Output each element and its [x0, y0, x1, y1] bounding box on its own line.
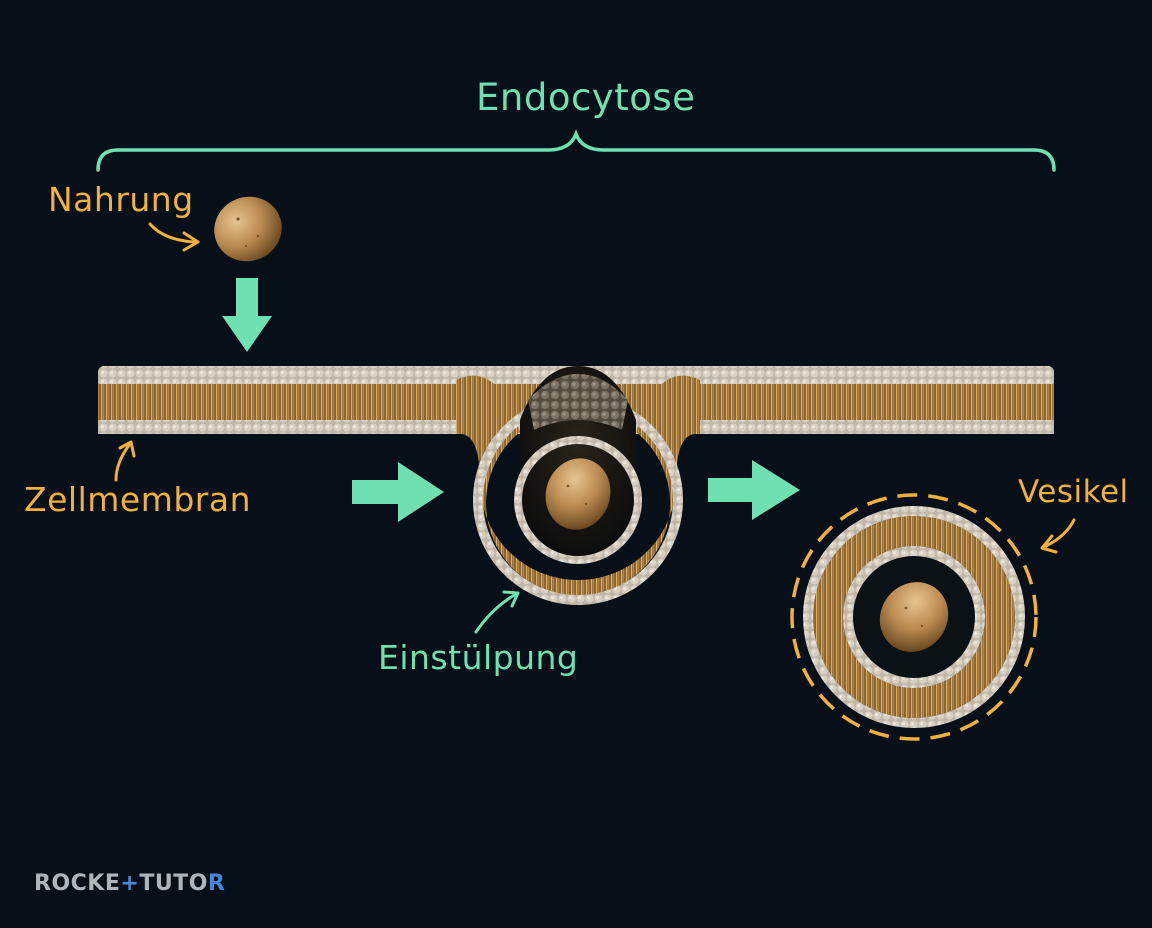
brand-text: ROCKE: [34, 871, 121, 896]
invagination-pointer-icon: [474, 592, 518, 634]
potato-icon: [545, 458, 611, 530]
food-pointer-icon: [148, 222, 196, 244]
membrane-pointer-icon: [114, 442, 132, 482]
arrow-right-icon: [708, 460, 800, 520]
vesicle-pointer-icon: [1044, 518, 1076, 548]
brand-text: TUTO: [139, 871, 208, 896]
brand-logo: ROCKE+TUTOR: [34, 871, 225, 896]
potato-icon: [879, 582, 949, 652]
label-vesicle: Vesikel: [1018, 474, 1129, 510]
label-invagination: Einstülpung: [378, 638, 579, 677]
brand-plus: +: [120, 871, 140, 896]
invagination: [456, 366, 700, 605]
potato-icon: [214, 196, 282, 262]
vesicle: [790, 493, 1038, 741]
brand-r: R: [207, 871, 226, 896]
label-food: Nahrung: [48, 180, 194, 219]
label-cell-membrane: Zellmembran: [24, 480, 251, 519]
arrow-down-icon: [222, 278, 272, 352]
diagram-title: Endocytose: [476, 76, 696, 119]
title-brace: [96, 129, 1056, 172]
arrow-right-icon: [352, 462, 444, 522]
